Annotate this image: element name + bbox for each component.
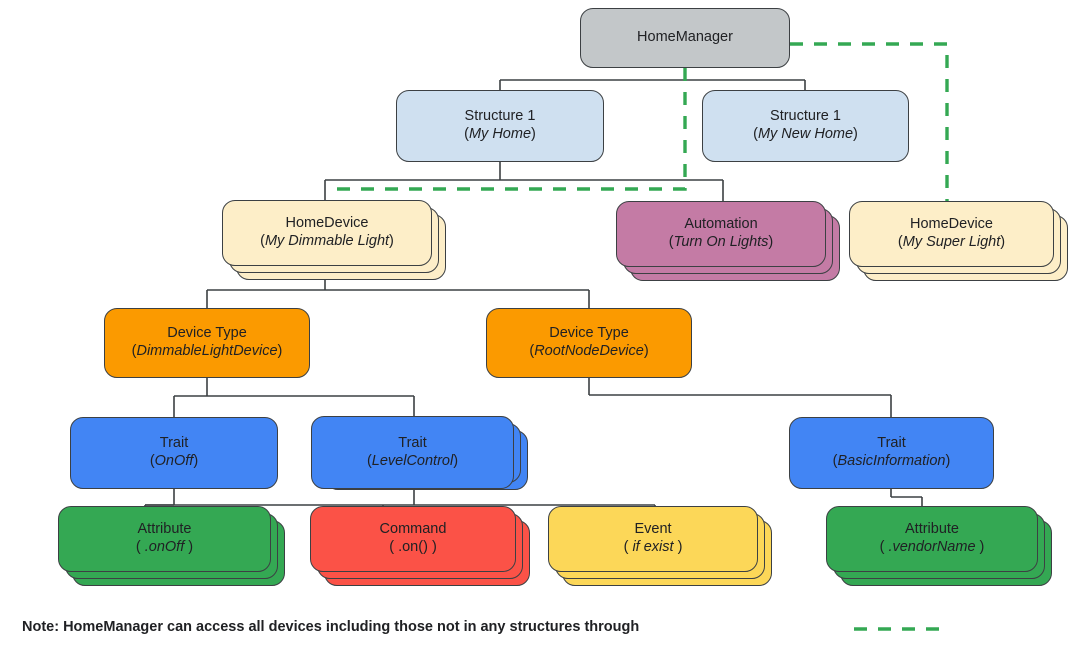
node-label-primary: Device Type	[549, 325, 629, 342]
node-label-secondary: (LevelControl)	[366, 452, 459, 469]
node-label-primary: Structure 1	[770, 108, 841, 125]
node-command-on[interactable]: Command ( .on() )	[310, 506, 516, 572]
node-label-secondary: (My New Home)	[753, 126, 858, 142]
node-label-primary: Attribute	[137, 521, 192, 538]
node-trait-basicinformation[interactable]: Trait (BasicInformation)	[789, 417, 994, 489]
note-text: Note: HomeManager can access all devices…	[22, 619, 640, 635]
node-device-type-root-node-device[interactable]: Device Type (RootNodeDevice)	[486, 308, 692, 378]
node-label-primary: Device Type	[167, 325, 247, 342]
node-label-secondary: (BasicInformation)	[832, 453, 951, 469]
node-label-primary: HomeDevice	[910, 216, 993, 233]
node-home-manager[interactable]: HomeManager	[580, 8, 790, 68]
node-label-secondary: (OnOff)	[149, 453, 199, 469]
edge-devicetype-trait-right	[588, 378, 892, 417]
node-label-secondary: ( .on() )	[389, 539, 437, 555]
node-label-secondary: (My Super Light)	[897, 234, 1006, 250]
node-label-secondary: ( .vendorName )	[879, 539, 985, 555]
node-automation-turn-on-lights[interactable]: Automation (Turn On Lights)	[616, 201, 826, 267]
node-label-secondary: (DimmableLightDevice)	[131, 343, 283, 359]
node-label-secondary: (Turn On Lights)	[668, 234, 774, 250]
node-label-primary: Automation	[684, 216, 758, 233]
node-label-primary: Trait	[877, 435, 906, 452]
node-label-primary: Structure 1	[464, 108, 536, 125]
edge-trait-levelcontrol-children	[145, 489, 656, 507]
node-event-if-exist[interactable]: Event ( if exist )	[548, 506, 758, 572]
node-label-primary: Trait	[159, 435, 189, 452]
node-label-secondary: ( .onOff )	[135, 539, 194, 555]
node-structure-my-new-home[interactable]: Structure 1 (My New Home)	[702, 90, 909, 162]
node-label-primary: HomeDevice	[285, 215, 369, 232]
edge-devicetype-traits-left	[173, 378, 415, 417]
node-label-secondary: (My Home)	[464, 126, 536, 142]
node-label-primary: Attribute	[905, 521, 959, 538]
node-label-primary: Trait	[398, 434, 427, 451]
node-device-type-dimmable-light-device[interactable]: Device Type (DimmableLightDevice)	[104, 308, 310, 378]
node-label-secondary: ( if exist )	[623, 539, 683, 555]
edge-structure-children	[324, 162, 724, 202]
edge-homemanager-structures	[499, 68, 806, 90]
edge-trait-basicinformation-attribute	[890, 489, 923, 507]
node-label-secondary: (RootNodeDevice)	[529, 343, 649, 359]
node-label-secondary: (My Dimmable Light)	[260, 233, 394, 249]
node-structure-my-home[interactable]: Structure 1 (My Home)	[396, 90, 604, 162]
node-home-device-dimmable-light[interactable]: HomeDevice (My Dimmable Light)	[222, 200, 432, 266]
node-trait-levelcontrol[interactable]: Trait (LevelControl)	[311, 416, 514, 489]
node-label-primary: Command	[379, 521, 447, 538]
note-legend-dashed-line	[854, 627, 946, 631]
node-trait-onoff[interactable]: Trait (OnOff)	[70, 417, 278, 489]
node-home-device-super-light[interactable]: HomeDevice (My Super Light)	[849, 201, 1054, 267]
node-label-primary: HomeManager	[637, 29, 733, 46]
edge-trait-onoff-attribute	[144, 489, 175, 507]
node-attribute-vendorname[interactable]: Attribute ( .vendorName )	[826, 506, 1038, 572]
node-attribute-onoff[interactable]: Attribute ( .onOff )	[58, 506, 271, 572]
node-label-primary: Event	[634, 521, 672, 538]
